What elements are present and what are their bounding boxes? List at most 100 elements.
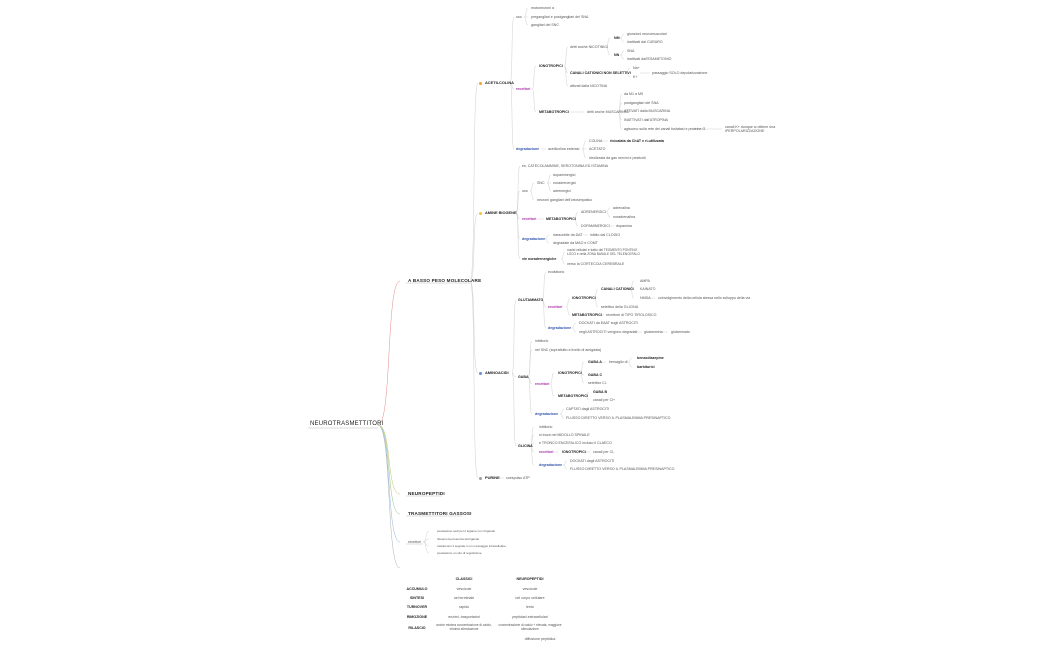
aa-gaba-degradazione[interactable]: degradazione	[535, 412, 559, 416]
node-recettori[interactable]: recettori	[408, 540, 421, 544]
ach-passaggio: passaggio SOLO depolarizzazione	[652, 71, 708, 75]
node-amine-biogene[interactable]: AMINE BIOGENE	[485, 210, 517, 215]
ach-nm-item: inattivati dal CURARO	[627, 40, 663, 44]
amine-adrenergici: ADRENERGICI	[581, 210, 606, 214]
amine-metabotropici[interactable]: METABOTROPICI	[546, 217, 576, 221]
table-footer: diffusione peptidica	[524, 637, 556, 641]
aa-selez-glicina: selettivo della GLICINA	[601, 305, 639, 309]
amine-vie-item: nuclei cellulari e tratto del TEGMENTO P…	[567, 248, 640, 256]
amine-deg-item: riassorbite da DAT	[553, 233, 583, 237]
aa-glicina-degradazione[interactable]: degradazione	[539, 463, 563, 467]
aa-gaba-b-note: canali per Cl+	[593, 398, 616, 402]
aa-gaba-metabotropici[interactable]: METABOTROPICI	[558, 394, 588, 398]
amine-degradazione[interactable]: degradazione	[522, 237, 546, 241]
ach-deg-item: COLINA	[589, 139, 603, 143]
table-cell: peptidasi extracellulari	[512, 615, 548, 619]
aa-glutammato2: glutammato	[671, 330, 690, 334]
node-neuropeptidi[interactable]: NEUROPEPTIDI	[408, 491, 445, 496]
table-row-label: RIMOZIONE	[406, 615, 428, 619]
table-row-label: SINTESI	[410, 596, 424, 600]
table-cell: vescicole	[456, 587, 472, 591]
aa-gaba-c[interactable]: GABA C	[588, 373, 603, 377]
table-cell: vescicole	[522, 587, 538, 591]
table-header-classici: CLASSICI	[455, 577, 473, 581]
ach-recettori[interactable]: recettori	[516, 87, 531, 91]
ach-k: K+	[633, 75, 638, 79]
aa-glicina-ion-note: canali per Cl-	[593, 450, 615, 454]
table-row-label: TURNOVER	[406, 605, 428, 609]
ach-nn-item: SNA	[627, 49, 635, 53]
aa-gaba-b[interactable]: GABA B	[593, 390, 608, 394]
aa-glutammato[interactable]: GLUTAMMATO	[518, 298, 544, 302]
aa-gaba-intro: nel SNC (soprattutto a livello di amigda…	[535, 348, 602, 352]
ach-met-item: postgangliari del SNA	[624, 101, 659, 105]
ach-canali[interactable]: CANALI CATIONICI NON SELETTIVI	[570, 71, 631, 75]
ach-met-note: canali K+ dunque si ottiene una IPERPOLA…	[725, 125, 776, 133]
aa-glu-deg: negli ASTROCITI vengono degradati	[579, 330, 638, 334]
ach-deg-item: ACETATO	[589, 147, 606, 151]
aa-glicina-deg-item: FLUSSO DIRETTO VERSO IL PLASMALEMMA PRES…	[570, 467, 675, 471]
aa-glicina-recettori[interactable]: recettori	[539, 450, 554, 454]
table-cell: lento	[526, 605, 534, 609]
table-header-neuropeptidi: NEUROPEPTIDI	[516, 577, 544, 581]
aa-glu-deg: DOCKATI da EAAT sugli ASTROCITI	[579, 321, 639, 325]
aa-gaba[interactable]: GABA	[518, 375, 529, 379]
aa-gaba-a[interactable]: GABA A	[588, 360, 602, 364]
aa-bersaglio: bersaglio di	[609, 360, 628, 364]
aa-metabotropici[interactable]: METABOTROPICI	[572, 313, 602, 317]
recettori-item: possiedono sedi per il legame con il lig…	[437, 529, 496, 533]
aa-degradazione[interactable]: degradazione	[548, 326, 572, 330]
node-gassosi[interactable]: TRASMETTITORI GASSOSI	[408, 511, 472, 516]
node-basso-peso[interactable]: A BASSO PESO MOLECOLARE	[408, 278, 482, 283]
aa-glicina-item: e TRONCO ENCEFALICO incluso il CLAECO	[539, 441, 612, 445]
amine-vie-item: verso la CORTECCIA CEREBRALE	[567, 262, 625, 266]
table-cell: concentrazione di calcio + elevata, magg…	[498, 623, 562, 631]
ach-nicotinici: detti anche NICOTINICI	[570, 45, 608, 49]
root-node[interactable]: NEUROTRASMETTITORI	[310, 421, 384, 427]
ach-uso-item: pregangliari e postgangliari del SNA	[531, 15, 589, 19]
acetilcolina-dot-icon	[479, 82, 482, 85]
aa-gaba-intro: inibitorio	[535, 339, 549, 343]
amine-uso[interactable]: uso	[522, 189, 528, 193]
node-purine[interactable]: PURINE	[485, 475, 500, 480]
aa-canali-item: KAINATO	[640, 287, 656, 291]
amine-sna[interactable]: SNC	[537, 181, 545, 185]
ach-met-item: agiscono sulla rete dei canali fosfatasi…	[624, 127, 706, 131]
aa-gaba-ionotropici[interactable]: IONOTROPICI	[558, 371, 582, 375]
aa-glicina-item: inibitorio	[539, 425, 553, 429]
ach-nn[interactable]: NN	[614, 53, 620, 57]
aa-glicina-ionotropici[interactable]: IONOTROPICI	[562, 450, 586, 454]
ach-met-item: da M1 a M5	[624, 92, 643, 96]
ach-uso-item: gangliari del SNC	[531, 23, 559, 27]
ach-nm[interactable]: NM	[614, 36, 620, 40]
aminoacidi-dot-icon	[479, 372, 482, 375]
ach-degradazione[interactable]: degradazione	[516, 147, 540, 151]
ach-na: Na+	[633, 66, 640, 70]
amine-recettori[interactable]: recettori	[522, 217, 537, 221]
amine-dopamina: dopamina	[616, 224, 632, 228]
node-aminoacidi[interactable]: AMINOACIDI	[485, 370, 509, 375]
aa-canali[interactable]: CANALI CATIONICI	[601, 287, 634, 291]
amine-vie[interactable]: vie noradrenergiche	[522, 257, 557, 261]
purine-dot-icon	[479, 477, 482, 480]
aa-glicina[interactable]: GLICINA	[518, 444, 533, 448]
ach-metabotropici[interactable]: METABOTROPICI	[539, 110, 569, 114]
aa-gaba-recettori[interactable]: recettori	[535, 382, 550, 386]
ach-ionotropici[interactable]: IONOTROPICI	[539, 64, 563, 68]
aa-recettori[interactable]: recettori	[548, 305, 563, 309]
node-acetilcolina[interactable]: ACETILCOLINA	[485, 80, 514, 85]
aa-gaba-c-note: selettivo Cl-	[588, 381, 607, 385]
amine-intro: es. CATECOLAMMINE, SEROTONINA ED ISTAMIN…	[522, 164, 609, 168]
aa-barbiturici: barbiturici	[637, 365, 655, 369]
ach-muscarinici: detti anche MUSCARINICI	[587, 110, 630, 114]
table-cell: rapido	[459, 605, 469, 609]
amine-adr-item: noradrenalina	[613, 215, 635, 219]
aa-nmda-note: coinvolgimento della cellula stessa nell…	[658, 296, 751, 300]
ach-uso[interactable]: uso	[516, 15, 522, 19]
table-cell: anche minima concentrazione di calcio, m…	[436, 623, 492, 631]
table-row-label: ACCUMULO	[406, 587, 428, 591]
table-cell: nel terminale	[453, 596, 475, 600]
aa-ionotropici[interactable]: IONOTROPICI	[572, 296, 596, 300]
ach-nm-item: giunzioni neuromuscolari	[627, 32, 667, 36]
